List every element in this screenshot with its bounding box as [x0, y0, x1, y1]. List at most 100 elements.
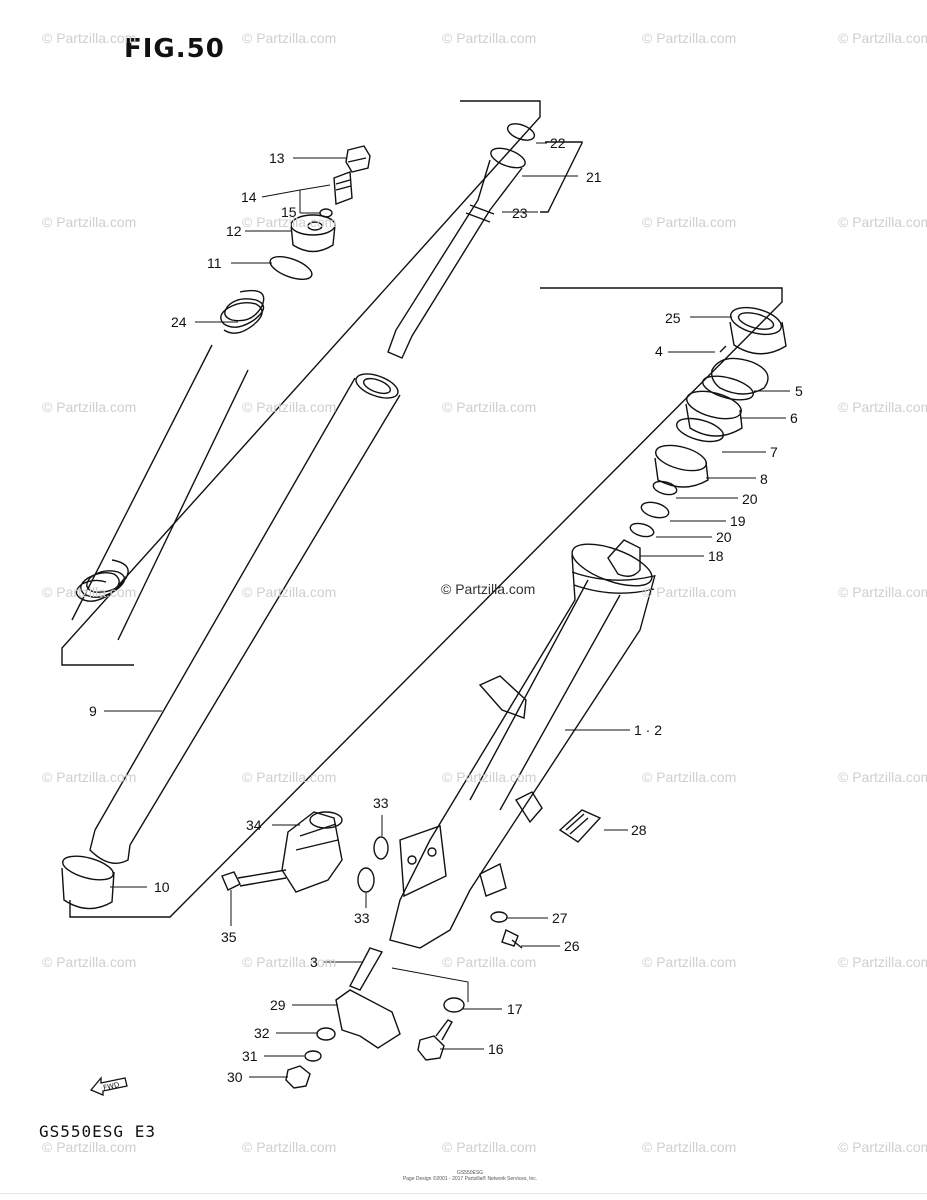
callout-22: 22 [550, 135, 566, 151]
callout-28: 28 [631, 822, 647, 838]
watermark: © Partzilla.com [838, 954, 927, 970]
callout-4: 4 [655, 343, 663, 359]
oil-lock-piece [607, 539, 641, 577]
callout-5: 5 [795, 383, 803, 399]
watermark: © Partzilla.com [838, 1139, 927, 1155]
watermark: © Partzilla.com [42, 954, 137, 970]
callout-15: 15 [281, 204, 297, 220]
washer-upper [373, 836, 389, 860]
watermark: © Partzilla.com [642, 214, 737, 230]
callout-3: 3 [310, 954, 318, 970]
fwd-arrow-icon: FWD [89, 1076, 128, 1096]
axle-holder [335, 989, 401, 1049]
watermark: © Partzilla.com [42, 1139, 137, 1155]
gasket-upper [652, 480, 678, 496]
washer-31 [304, 1050, 322, 1062]
watermark: © Partzilla.com [42, 769, 137, 785]
callout-11: 11 [207, 255, 222, 271]
watermark: © Partzilla.com [242, 214, 337, 230]
watermark: © Partzilla.com [642, 30, 737, 46]
leader-lines [104, 142, 790, 1078]
retaining-clip [710, 345, 769, 395]
watermark: © Partzilla.com [442, 30, 537, 46]
watermark: © Partzilla.com [42, 399, 137, 415]
callout-13: 13 [269, 150, 285, 166]
watermark: © Partzilla.com [42, 30, 137, 46]
damper-rod [387, 147, 526, 359]
damper-rod-bolt [417, 1019, 453, 1061]
watermark: © Partzilla.com [442, 1139, 537, 1155]
watermark: © Partzilla.com [442, 769, 537, 785]
callout-6: 6 [790, 410, 798, 426]
bottom-divider [0, 1193, 927, 1194]
washer-32 [316, 1027, 336, 1041]
watermark: © Partzilla.com [242, 1139, 337, 1155]
callout-21: 21 [586, 169, 602, 185]
air-valve [333, 171, 353, 205]
watermark: © Partzilla.com [642, 769, 737, 785]
washer-lower [357, 867, 375, 893]
watermark: © Partzilla.com [838, 584, 927, 600]
callout-9: 9 [89, 703, 97, 719]
axle-holder-bolt [221, 869, 287, 891]
stud-bolt [349, 947, 384, 991]
inner-tube [89, 373, 401, 864]
callout-30: 30 [227, 1069, 243, 1085]
callout-8: 8 [760, 471, 768, 487]
oil-lock-piece-seat [640, 501, 670, 519]
callout-7: 7 [770, 444, 778, 460]
callout-24: 24 [171, 314, 187, 330]
callout-14: 14 [241, 189, 257, 205]
callout-33-upper: 33 [373, 795, 389, 811]
footer-notice: Page Design ©2001 - 2017 Partzilla® Netw… [402, 1176, 538, 1182]
callout-31: 31 [242, 1048, 258, 1064]
bracket-spring-group [61, 100, 541, 666]
callout-34: 34 [246, 817, 262, 833]
drain-screw [501, 929, 523, 949]
o-ring [269, 255, 313, 281]
watermark: © Partzilla.com [242, 30, 337, 46]
callout-19: 19 [730, 513, 746, 529]
callout-18: 18 [708, 548, 724, 564]
watermark: © Partzilla.com [242, 584, 337, 600]
callout-32: 32 [254, 1025, 270, 1041]
bracket-inner-tube-group [69, 287, 783, 918]
cap-bolt [345, 145, 371, 173]
outer-tube [389, 543, 656, 949]
watermark: © Partzilla.com [442, 399, 537, 415]
watermark: © Partzilla.com [642, 584, 737, 600]
bracket-21-23 [540, 141, 583, 213]
guide-bushing [654, 444, 709, 488]
oil-seal-retainer [702, 375, 754, 401]
callout-29: 29 [270, 997, 286, 1013]
dust-seal [729, 306, 787, 355]
oil-seal [685, 390, 743, 437]
callout-25: 25 [665, 310, 681, 326]
caution-label [558, 809, 602, 843]
watermark-center: © Partzilla.com [441, 581, 536, 597]
callout-16: 16 [488, 1041, 504, 1057]
callout-20-lower: 20 [716, 529, 732, 545]
svg-text:FWD: FWD [103, 1081, 121, 1092]
watermark: © Partzilla.com [42, 214, 137, 230]
footer-copyright: GS550ESG Page Design ©2001 - 2017 Partzi… [400, 1170, 540, 1182]
callout-35: 35 [221, 929, 237, 945]
watermark: © Partzilla.com [642, 1139, 737, 1155]
callout-10: 10 [154, 879, 170, 895]
callout-33-lower: 33 [354, 910, 370, 926]
nut-30 [285, 1065, 311, 1089]
watermark: © Partzilla.com [838, 214, 927, 230]
figure-title: FIG.50 [124, 34, 225, 64]
screw-washer [490, 911, 508, 923]
watermark: © Partzilla.com [838, 30, 927, 46]
watermark: © Partzilla.com [242, 954, 337, 970]
fork-spring [71, 289, 265, 641]
callout-27: 27 [552, 910, 568, 926]
spring-seat [290, 214, 336, 253]
callout-1-2: 1 · 2 [634, 722, 663, 738]
callout-20-upper: 20 [742, 491, 758, 507]
seal-washer [675, 417, 725, 443]
caliper-holder [281, 811, 343, 893]
drain-gasket [443, 997, 465, 1013]
